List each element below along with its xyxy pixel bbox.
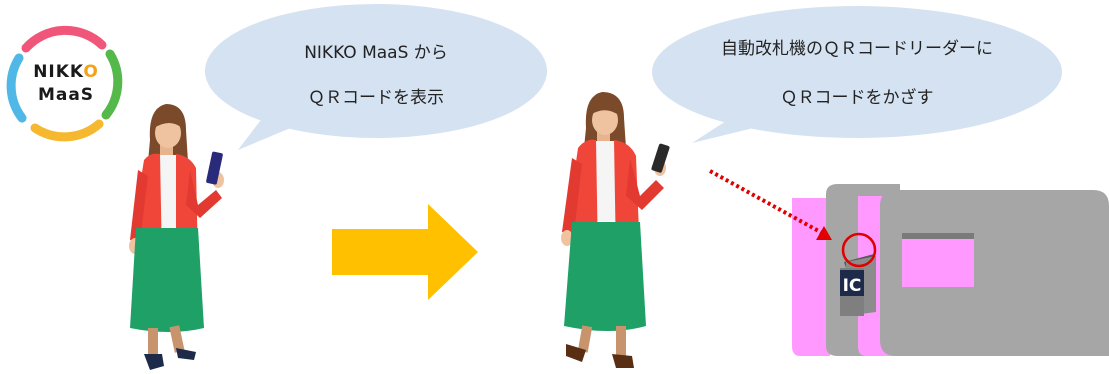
- bubble-right-line2: ＱＲコードをかざす: [781, 87, 934, 108]
- logo-ring-green: [101, 49, 123, 120]
- bubble-left-line2: ＱＲコードを表示: [308, 88, 444, 108]
- bubble-left-line1: NIKKO MaaS から: [304, 43, 448, 63]
- logo-line1: NIKKO: [33, 62, 99, 82]
- ic-reader-label: IC: [843, 276, 862, 296]
- ticket-gate: IC: [792, 184, 1109, 356]
- bubble-right-line1: 自動改札機のＱＲコードリーダーに: [721, 39, 993, 59]
- logo-ring-red: [21, 25, 107, 53]
- woman-with-phone-right: [561, 92, 670, 368]
- woman-with-phone-left: [129, 104, 224, 370]
- logo-ring-yellow: [30, 119, 104, 142]
- logo-ring-blue: [6, 53, 27, 123]
- process-arrow: [332, 204, 478, 300]
- nikko-maas-logo: NIKKO MaaS: [6, 25, 123, 142]
- speech-bubble-left: NIKKO MaaS から ＱＲコードを表示: [205, 4, 547, 150]
- speech-bubble-right: 自動改札機のＱＲコードリーダーに ＱＲコードをかざす: [652, 6, 1062, 143]
- logo-line2: MaaS: [38, 85, 94, 105]
- qr-reader-highlight: [709, 169, 877, 268]
